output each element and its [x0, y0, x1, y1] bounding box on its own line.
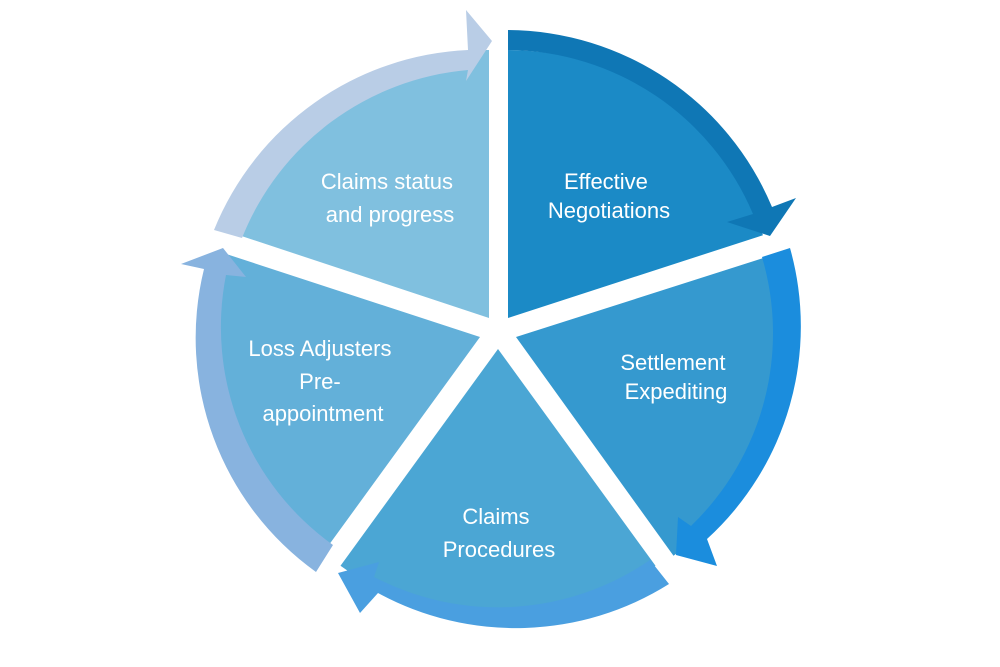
segment-claims-status-and-progress	[233, 49, 489, 318]
segment-effective-negotiations	[508, 50, 763, 318]
segment-settlement-expediting	[516, 255, 786, 556]
label-line: Negotiations	[548, 198, 670, 223]
label-line: Expediting	[625, 379, 728, 404]
label-line: Effective	[564, 169, 648, 194]
label-line: Pre-	[299, 369, 341, 394]
label-claims-status-and-progress: Claims status and progress	[321, 169, 459, 227]
label-line: Procedures	[443, 537, 556, 562]
label-line: Settlement	[620, 350, 725, 375]
arrow-loss-adjusters-pre-appointment	[181, 248, 333, 572]
label-line: and progress	[326, 202, 454, 227]
label-loss-adjusters-pre-appointment: Loss Adjusters Pre- appointment	[248, 336, 397, 426]
label-line: Claims	[462, 504, 529, 529]
label-claims-procedures: Claims Procedures	[443, 504, 556, 562]
arrow-settlement-expediting	[676, 248, 801, 566]
arrow-claims-status-and-progress	[214, 10, 492, 238]
segment-loss-adjusters-pre-appointment	[210, 253, 481, 554]
arrow-effective-negotiations	[508, 30, 796, 236]
label-line: appointment	[262, 401, 383, 426]
label-line: Loss Adjusters	[248, 336, 391, 361]
arrow-claims-procedures	[338, 560, 669, 629]
label-effective-negotiations: Effective Negotiations	[548, 169, 670, 223]
segment-claims-procedures	[340, 349, 656, 617]
label-line: Claims status	[321, 169, 453, 194]
label-settlement-expediting: Settlement Expediting	[620, 350, 731, 404]
